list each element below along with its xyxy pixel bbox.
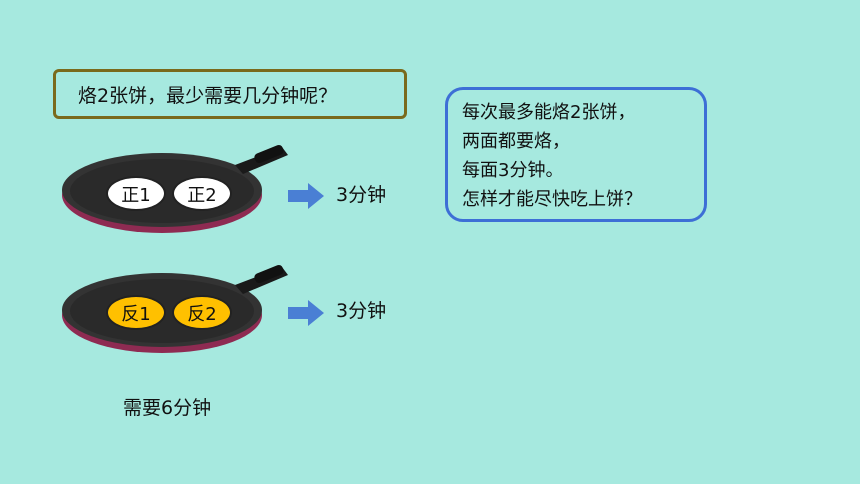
pancake-front-2: 正2 — [172, 176, 232, 211]
step-1-time: 3分钟 — [336, 184, 387, 206]
question-box: 烙2张饼，最少需要几分钟呢？ — [53, 69, 407, 119]
pancake-back-1: 反1 — [106, 295, 166, 330]
rules-box: 每次最多能烙2张饼， 两面都要烙， 每面3分钟。 怎样才能尽快吃上饼？ — [445, 87, 707, 222]
arrow-right-icon — [288, 300, 324, 326]
step-2-time: 3分钟 — [336, 300, 387, 322]
arrow-right-icon — [288, 183, 324, 209]
rule-line: 两面都要烙， — [462, 131, 570, 152]
frying-pan-step-1: 正1 正2 — [60, 143, 292, 239]
total-time: 需要6分钟 — [123, 397, 212, 419]
pancake-back-2: 反2 — [172, 295, 232, 330]
frying-pan-step-2: 反1 反2 — [60, 263, 292, 359]
rule-line: 怎样才能尽快吃上饼？ — [462, 189, 642, 210]
pancake-label: 反1 — [121, 303, 151, 325]
rule-line: 每面3分钟。 — [462, 160, 564, 181]
pancake-front-1: 正1 — [106, 176, 166, 211]
pancake-label: 正2 — [187, 184, 217, 206]
pancake-label: 正1 — [121, 184, 151, 206]
pancake-label: 反2 — [187, 303, 217, 325]
rule-line: 每次最多能烙2张饼， — [462, 102, 636, 123]
question-text: 烙2张饼，最少需要几分钟呢？ — [78, 84, 338, 107]
